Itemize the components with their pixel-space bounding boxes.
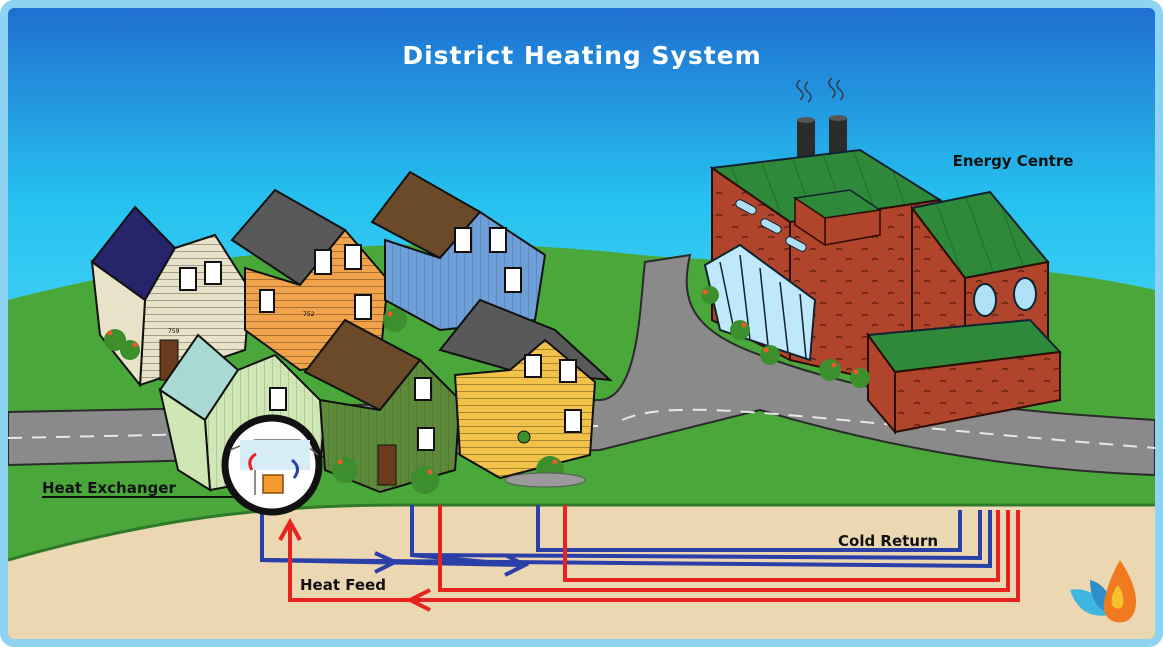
house [438,298,613,480]
return-pipe [261,510,992,569]
return-pipe [411,510,982,561]
house [303,318,462,494]
heat-exchanger-detail [221,414,323,516]
house [370,170,547,332]
flower-bed [104,308,586,494]
feed-pipe [288,510,1020,602]
return-pipe [536,505,962,552]
cold-return-label: Cold Return [838,532,938,550]
heat-exchanger-label: Heat Exchanger [42,479,176,497]
flame-water-logo-icon [1070,560,1136,623]
energy-centre-label: Energy Centre [953,152,1074,170]
diagram-title: District Heating System [402,41,761,70]
ground [8,505,1155,639]
feed-pipe [438,505,1010,592]
feed-pipe [563,505,1000,582]
heat-feed-pipes [278,505,1020,612]
energy-centre-building [703,77,1063,435]
flower-bed [701,286,870,388]
district-heating-diagram: 759 752 [8,8,1155,639]
house-number: 759 [168,328,180,335]
heat-feed-label: Heat Feed [300,576,386,594]
house-number: 752 [303,311,315,318]
